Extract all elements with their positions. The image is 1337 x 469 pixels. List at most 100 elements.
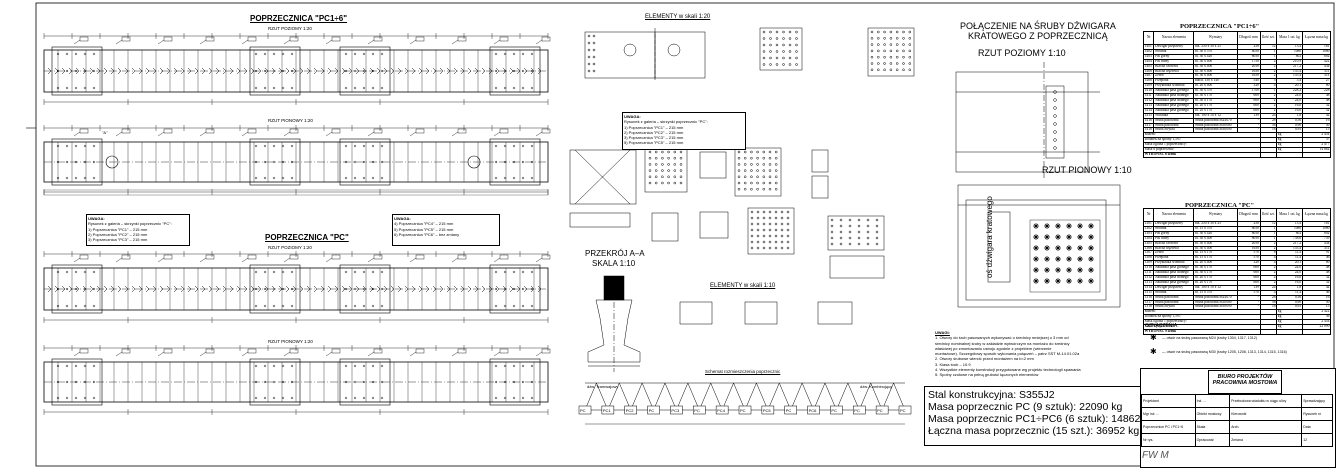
elements-1-20-title: ELEMENTY w skali 1:20 — [645, 14, 711, 20]
plan-note-left: UWAGA: Rysunek z galeria – skrzynki popr… — [86, 214, 190, 246]
note-line: 4. Wszystkie elementy konstrukcji przygo… — [935, 367, 1081, 373]
bom-header-cell: Łączna masa kg — [1301, 31, 1332, 45]
bom-cell: Nakładka pasa górnego — [1153, 88, 1195, 95]
scheme-girder-label: PC1 — [602, 407, 611, 413]
note-line: 5. Spoiny czołowe na pełną grubość łączo… — [935, 372, 1039, 378]
scheme-title: Schemat rozmieszczenia poprzecznic — [705, 369, 781, 374]
note-line: Rysunek z galeria – skrzynki poprzecznic… — [624, 119, 708, 125]
note-line: montażowe). Szczegółowy sposób wykonania… — [935, 351, 1080, 357]
plan-note-middle: UWAGA: Rysunek z galeria – skrzynki popr… — [622, 112, 746, 150]
bolt-m30-icon: ✱ — [1150, 347, 1157, 356]
bom-cell: Nakładka pasa dolnego — [1153, 93, 1195, 99]
title-block-cell: Data — [1301, 420, 1333, 434]
notes-title: UWAGI: — [935, 330, 950, 335]
bom-header-cell: Masa 1 szt. kg — [1276, 31, 1303, 45]
title-block-cell: Obiekt mostowy — [1194, 407, 1231, 421]
title-block-cell: Kierownik — [1229, 407, 1303, 421]
plan-note-right: UWAGA: 4) Poprzecznica "PC4" – 215 mm 5)… — [392, 214, 500, 246]
bom-cell: Nakładka pasa górnego — [1153, 265, 1195, 272]
steel-grade: Stal konstrukcyjna: S355J2 — [928, 389, 1055, 401]
note-line: 5) Poprzecznica "PC5" – 215 mm — [394, 226, 454, 232]
bom-cell: Śruba pasowana M24x70 — [1193, 294, 1238, 301]
bom-footer-value — [1301, 151, 1332, 158]
note-line: średnicy nominalnej śruby w zakładzie wy… — [935, 340, 1070, 346]
bom-header-cell: Długość mm — [1236, 208, 1261, 222]
pc16-title: POPRZECZNICA "PC1÷6" — [250, 14, 348, 23]
title-block-cell: Arch. — [1229, 420, 1303, 434]
section-aa-scale: SKALA 1:10 — [592, 259, 636, 268]
title-block-cell: Projektant — [1141, 394, 1196, 408]
bom-cell: Nakładka pasa dolnego — [1153, 97, 1195, 104]
note-line: 2. Otwory śrubowe wiercić przed montażem… — [935, 356, 1034, 362]
note-line: 6) Poprzecznica "PC6" – bez zmiany — [394, 231, 460, 237]
note-line: Rysunek z galeria – skrzynki poprzecznic… — [88, 221, 172, 227]
note-line: 3) Poprzecznica "PC3" – 215 mm — [88, 237, 148, 243]
truss-axis-label: oś dźwigara kratowego — [985, 196, 994, 278]
scheme-girder-label: PC — [694, 407, 700, 413]
note-line: 2) Poprzecznica "PC2" – 215 mm — [624, 129, 684, 135]
bolt-m24-icon: ✱ — [1150, 333, 1157, 342]
bom-footer-row: WYKONAĆ 9 sztuk — [1143, 328, 1332, 335]
pc-title: POPRZECZNICA "PC" — [265, 233, 349, 242]
note-line: 2) Poprzecznica "PC2" – 215 mm — [88, 231, 148, 237]
bom-footer-label: WYKONAĆ 9 sztuk — [1143, 328, 1261, 335]
scheme-girder-label: PC — [740, 407, 746, 413]
pc-side-view-label: RZUT PIONOWY 1:20 — [268, 339, 313, 344]
title-block-cell: Sprawdzający — [1301, 394, 1333, 408]
bom-pc16-title: POPRZECZNICA "PC1÷6" — [1180, 23, 1260, 30]
bom-cell: Nakładka pasa dolnego — [1153, 274, 1195, 281]
section-marker: "A" — [102, 130, 108, 135]
joint-title-line-1: POŁĄCZENIE NA ŚRUBY DŹWIGARA — [960, 21, 1116, 31]
note-line: UWAGA: — [394, 216, 411, 221]
note-line: 1) Poprzecznica "PC1" – 215 mm — [88, 226, 148, 232]
bom-cell: Śruba pasowana M30x90 — [1193, 127, 1238, 134]
bom-footer-unit — [1276, 328, 1303, 335]
scheme-girder-label: PC — [900, 407, 906, 413]
scheme-girder-label: PC4 — [717, 407, 725, 413]
pc-plan-view-label: RZUT POZIOMY 1:20 — [268, 245, 312, 250]
bom-footer-unit — [1276, 151, 1303, 158]
designer-initials: FW M — [1142, 450, 1169, 461]
title-block-cell: Zmiana — [1229, 433, 1303, 447]
bom-header-cell: Nr — [1142, 31, 1155, 45]
bom-footer-label: WYKONAĆ 6 sztuk — [1143, 151, 1261, 158]
office-stamp: BIURO PROJEKTÓW PRACOWNIA MOSTOWA — [1208, 370, 1282, 394]
scheme-girder-label: PC — [854, 407, 860, 413]
bom-cell: Śruba pasowana M30x80 — [1193, 122, 1238, 129]
office-name-2: PRACOWNIA MOSTOWA — [1212, 380, 1278, 386]
bom-header-cell: Długość mm — [1236, 31, 1261, 45]
note-line: 1. Otwory do śrub pasowanych wykonywać o… — [935, 335, 1069, 341]
bom-header-cell: Ilość szt. — [1259, 31, 1278, 45]
bom-header-cell: Wymiary — [1193, 31, 1238, 45]
note-line: 1) Poprzecznica "PC1" – 215 mm — [624, 124, 684, 130]
title-block-cell: Mgr inż. ... — [1141, 407, 1196, 421]
scheme-girder-label: PC — [831, 407, 837, 413]
bom-cell: Nakładka pasa górnego — [1153, 279, 1195, 286]
title-block-cell: Poprzecznice PC i PC1÷6 — [1141, 420, 1196, 434]
bom-pc-title: POPRZECZNICA "PC" — [1185, 202, 1255, 209]
office-name-1: BIURO PROJEKTÓW — [1217, 374, 1273, 380]
pc16-side-view-label: RZUT PIONOWY 1:20 — [268, 118, 313, 123]
bom-header-cell: Łączna masa kg — [1301, 208, 1332, 222]
bom-footer-value — [1301, 328, 1332, 335]
note-line: UWAGA: — [88, 216, 105, 221]
bom-cell: Nakładka pasa górnego — [1153, 102, 1195, 109]
bom-footer-row: WYKONAĆ 6 sztuk — [1143, 151, 1332, 158]
bom-cell: Nakładka pasa górnego — [1153, 107, 1195, 114]
note-line: 4) Poprzecznica "PC4" – 215 mm — [394, 221, 454, 227]
scheme-girder-label: PC — [785, 407, 792, 413]
note-line: 3. Klasa śrub – 10.9 — [935, 361, 971, 367]
note-line: UWAGA: — [624, 114, 641, 119]
right-girder-label: dźw. Kombinujący — [860, 384, 893, 389]
note-line: 5) Poprzecznica "PC5" – 215 mm — [624, 140, 684, 146]
bom-header-cell: Wymiary — [1193, 208, 1238, 222]
bom-footer-blank — [1259, 328, 1278, 335]
bom-cell: Śruba pasowana M30x80 — [1193, 299, 1238, 306]
bom-header-cell: Ilość szt. — [1259, 208, 1278, 222]
